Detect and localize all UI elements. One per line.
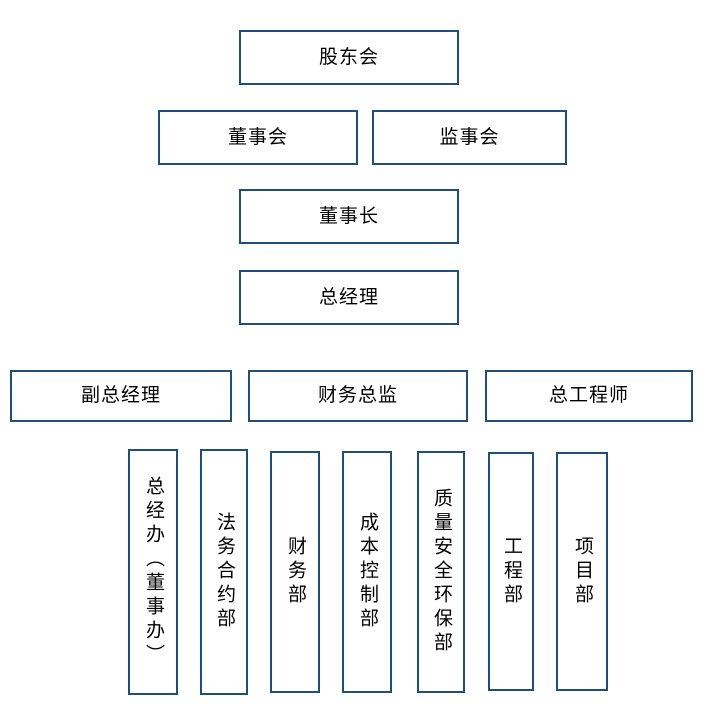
- org-node-chairman[interactable]: 董事长: [239, 189, 459, 244]
- org-node-label: 监事会: [439, 125, 500, 148]
- org-node-cost-control-department[interactable]: 成本控制部: [342, 451, 392, 693]
- org-node-label: 董事会: [227, 125, 288, 148]
- org-node-label: 财务总监: [317, 384, 398, 407]
- org-node-label: 董事长: [318, 204, 379, 227]
- org-node-general-manager[interactable]: 总经理: [239, 270, 459, 325]
- org-node-label: 股东会: [318, 45, 379, 68]
- org-node-deputy-general-manager[interactable]: 副总经理: [10, 370, 232, 422]
- org-node-label: 副总经理: [80, 384, 161, 407]
- org-node-chief-financial-officer[interactable]: 财务总监: [248, 370, 468, 422]
- org-node-engineering-department[interactable]: 工程部: [488, 452, 534, 691]
- org-node-label: 法务合约部: [213, 512, 236, 632]
- org-node-label: 财务部: [284, 536, 307, 608]
- org-node-legal-contract-department[interactable]: 法务合约部: [200, 449, 248, 695]
- org-node-label: 总经办（董事办）: [142, 476, 165, 668]
- org-node-label: 总工程师: [548, 384, 629, 407]
- org-node-label: 质量安全环保部: [430, 488, 453, 656]
- org-node-general-manager-office[interactable]: 总经办（董事办）: [128, 449, 178, 695]
- org-node-board-of-directors[interactable]: 董事会: [158, 110, 358, 165]
- org-node-label: 工程部: [500, 535, 523, 608]
- org-node-project-department[interactable]: 项目部: [556, 452, 608, 691]
- org-node-shareholders-meeting[interactable]: 股东会: [239, 30, 459, 85]
- org-node-label: 成本控制部: [356, 512, 379, 632]
- org-node-label: 项目部: [571, 535, 594, 608]
- org-node-label: 总经理: [318, 285, 379, 308]
- org-node-board-of-supervisors[interactable]: 监事会: [372, 110, 567, 165]
- org-node-chief-engineer[interactable]: 总工程师: [485, 370, 693, 422]
- org-node-finance-department[interactable]: 财务部: [270, 451, 320, 693]
- org-node-quality-safety-environment-department[interactable]: 质量安全环保部: [417, 451, 465, 693]
